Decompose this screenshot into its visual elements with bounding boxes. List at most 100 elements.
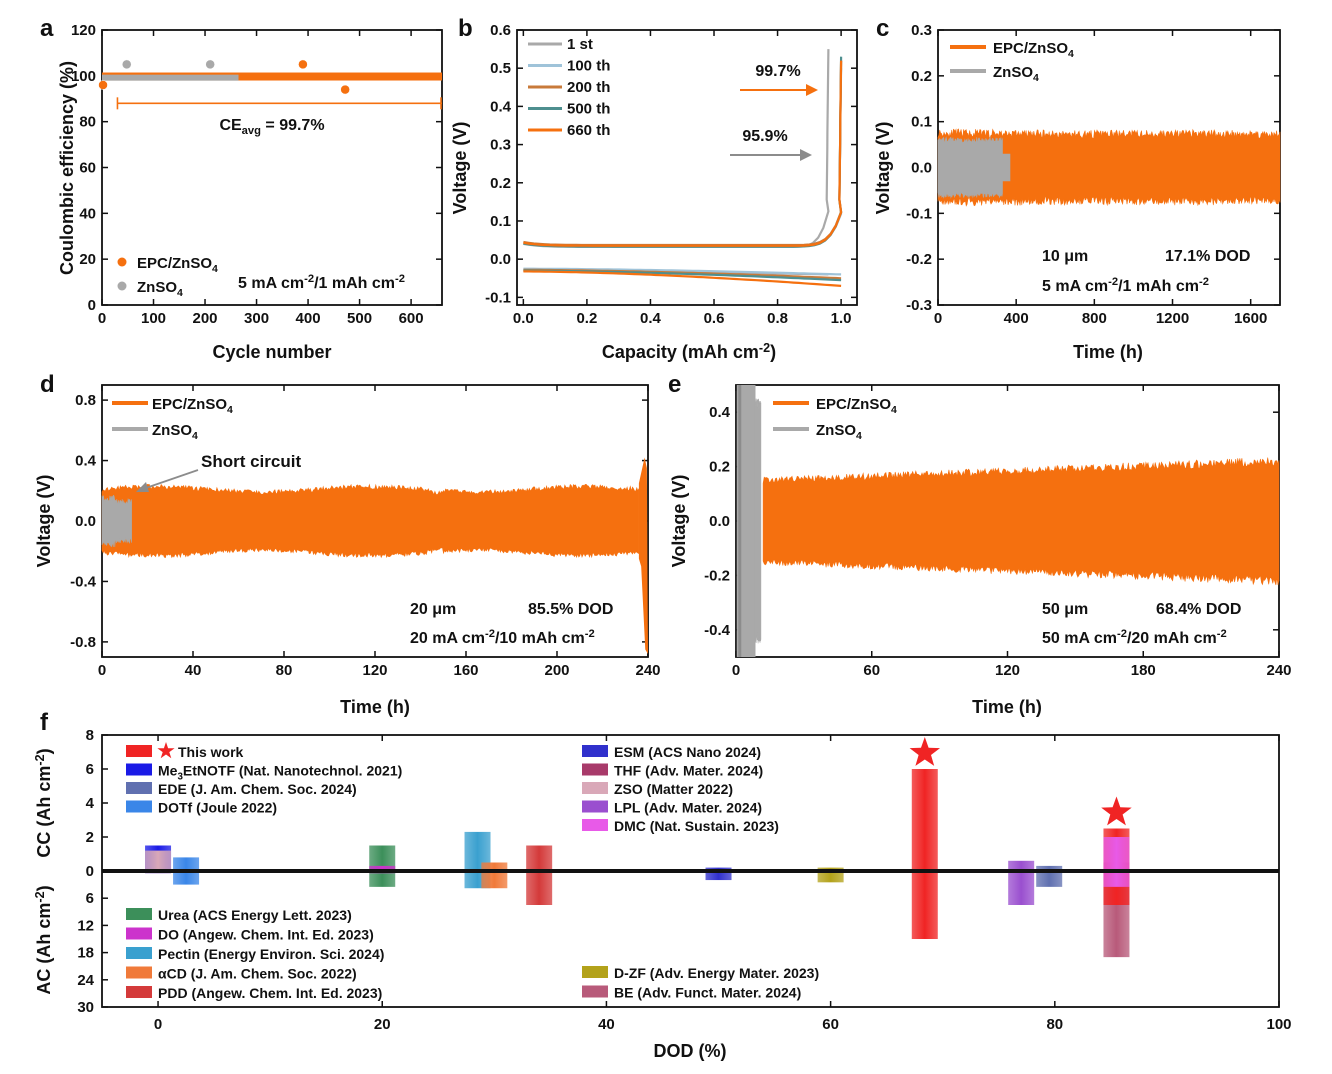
x-tick-label: 1.0 <box>831 310 852 327</box>
x-tick-label: 60 <box>822 1016 839 1033</box>
arrow-head <box>800 149 812 161</box>
legend-swatch <box>126 763 152 776</box>
series-znso4-points <box>102 74 239 81</box>
series-epc-failure <box>638 457 648 654</box>
y-tick-label: 6 <box>86 890 94 907</box>
legend-label: LPL (Adv. Mater. 2024) <box>614 800 762 816</box>
legend-marker <box>117 281 127 291</box>
y-axis-label-top: CC (Ah cm-2) <box>33 748 54 857</box>
legend-label: ZSO (Matter 2022) <box>614 781 733 797</box>
x-tick-label: 400 <box>296 310 321 327</box>
x-tick-label: 1200 <box>1156 310 1189 327</box>
x-tick-label: 0.0 <box>513 310 534 327</box>
x-axis-label: Time (h) <box>340 697 410 717</box>
discharge-curve <box>523 267 842 276</box>
legend-swatch <box>126 800 152 813</box>
condition-dod: 17.1% DOD <box>1165 248 1250 265</box>
legend-label: DMC (Nat. Sustain. 2023) <box>614 818 779 834</box>
y-tick-label: -0.8 <box>70 634 96 651</box>
y-tick-label: -0.2 <box>704 567 730 584</box>
legend-label: 1 st <box>567 36 593 53</box>
y-tick-label: 0.0 <box>911 160 932 177</box>
legend-swatch <box>582 985 608 998</box>
y-tick-label: 0.2 <box>911 68 932 85</box>
legend-label: EPC/ZnSO4 <box>816 396 897 416</box>
legend-label: Me3EtNOTF (Nat. Nanotechnol. 2021) <box>158 763 402 783</box>
condition-dod: 68.4% DOD <box>1156 601 1241 618</box>
bar-ac <box>817 871 844 883</box>
y-tick-label: 0.8 <box>75 392 96 409</box>
outlier-point <box>121 59 132 70</box>
legend-swatch <box>126 745 152 757</box>
bar-cc <box>1036 865 1063 871</box>
condition-dod: 85.5% DOD <box>528 601 613 618</box>
x-tick-label: 40 <box>598 1016 615 1033</box>
legend-label: ZnSO4 <box>993 64 1039 84</box>
y-tick-label: 20 <box>79 251 96 268</box>
y-axis-label: Voltage (V) <box>873 122 893 215</box>
legend-swatch <box>582 763 608 776</box>
legend-swatch <box>126 947 152 959</box>
y-tick-label: 80 <box>79 114 96 131</box>
legend-label: ZnSO4 <box>816 422 862 442</box>
x-tick-label: 0.4 <box>640 310 662 327</box>
legend-label: Urea (ACS Energy Lett. 2023) <box>158 907 352 923</box>
y-tick-label: 0.1 <box>911 114 932 131</box>
annotation-997: 99.7% <box>755 63 800 80</box>
legend-label: This work <box>178 744 244 760</box>
x-axis-label: Time (h) <box>972 697 1042 717</box>
x-tick-label: 300 <box>244 310 269 327</box>
x-tick-label: 80 <box>276 662 293 679</box>
legend-swatch <box>126 966 152 979</box>
x-tick-label: 100 <box>1266 1016 1291 1033</box>
legend-marker <box>117 257 127 267</box>
legend-label: EDE (J. Am. Chem. Soc. 2024) <box>158 781 357 797</box>
y-tick-label: -0.1 <box>485 289 511 306</box>
condition-thickness: 20 μm <box>410 601 456 618</box>
y-tick-label: -0.1 <box>906 205 932 222</box>
series-znso4-trace <box>736 385 756 657</box>
legend-label: EPC/ZnSO4 <box>993 40 1074 60</box>
legend-swatch <box>126 908 152 920</box>
y-tick-label: 0.3 <box>490 137 511 154</box>
x-tick-label: 180 <box>1131 662 1156 679</box>
legend-swatch <box>126 927 152 940</box>
x-tick-label: 200 <box>544 662 569 679</box>
x-tick-label: 200 <box>193 310 218 327</box>
panel-label-b: b <box>458 15 473 42</box>
y-tick-label: 60 <box>79 160 96 177</box>
x-tick-label: 500 <box>347 310 372 327</box>
y-tick-label: 0.0 <box>709 513 730 530</box>
x-axis-label: Capacity (mAh cm-2) <box>602 341 776 362</box>
x-tick-label: 240 <box>1266 662 1291 679</box>
condition-current: 50 mA cm-2/20 mAh cm-2 <box>1042 628 1227 647</box>
ce-avg-label: CEavg = 99.7% <box>219 117 324 137</box>
legend-swatch <box>126 986 152 998</box>
bar-cc <box>911 769 938 871</box>
y-tick-label: 40 <box>79 205 96 222</box>
bar-ac <box>369 871 396 887</box>
x-tick-label: 240 <box>635 662 660 679</box>
y-tick-label: 0.0 <box>75 513 96 530</box>
x-tick-label: 0 <box>934 310 942 327</box>
y-tick-label: 18 <box>77 945 94 962</box>
x-tick-label: 0 <box>732 662 740 679</box>
x-tick-label: 600 <box>399 310 424 327</box>
discharge-curve <box>523 270 842 287</box>
x-tick-label: 120 <box>362 662 387 679</box>
condition-label: 5 mA cm-2/1 mAh cm-2 <box>238 273 405 292</box>
series-znso4-trace <box>937 136 1003 199</box>
outlier-point <box>340 84 350 95</box>
y-tick-label: 0.4 <box>709 404 731 421</box>
panel-label-d: d <box>40 371 55 398</box>
panel-label-a: a <box>40 15 54 42</box>
series-znso4-trace <box>754 398 762 644</box>
y-tick-label: 100 <box>71 68 96 85</box>
bar-ac <box>1103 871 1130 887</box>
x-tick-label: 0 <box>98 662 106 679</box>
